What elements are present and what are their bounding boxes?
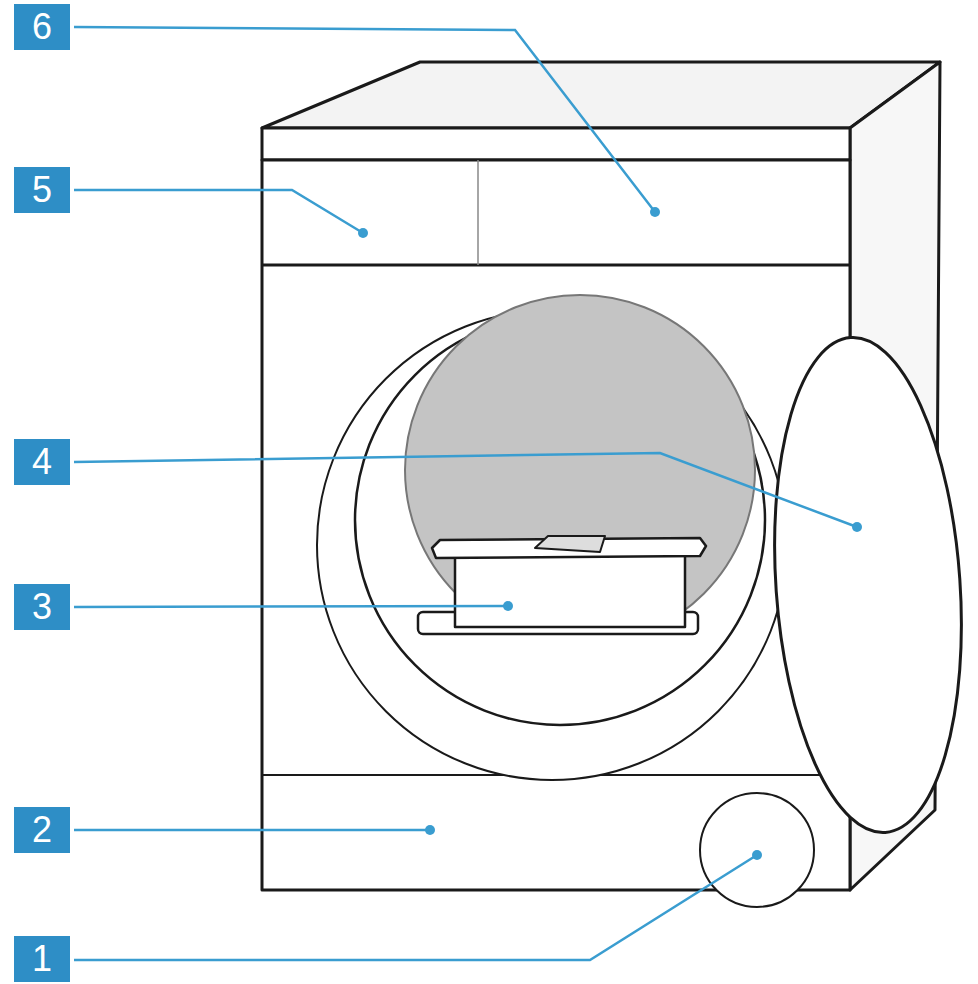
leader-dot [358,228,368,238]
lid-edge [262,128,850,160]
panel-line [262,264,850,267]
leader-line [74,27,655,212]
leader-dot [425,825,435,835]
leader-dot [852,522,862,532]
top-surface [262,62,940,128]
leader-dot [752,850,762,860]
leader-line [74,829,430,832]
callout-number: 6 [14,4,70,50]
front-panel [262,160,850,890]
leader-dots [358,207,862,860]
water-container [455,555,685,627]
leader-line [74,190,363,233]
callout-number: 1 [14,936,70,982]
drum [405,295,755,630]
callout-number: 5 [14,167,70,213]
door [759,331,977,839]
leader-line [74,606,508,607]
callout-number: 4 [14,439,70,485]
container-handle [535,536,605,552]
callout-number: 3 [14,584,70,630]
callout-number: 2 [14,807,70,853]
filter-flap [700,793,814,907]
leader-line [74,855,757,960]
leader-dot [503,601,513,611]
panel-divider [477,160,479,265]
leader-dot [650,207,660,217]
leader-lines [74,27,857,960]
leader-line [74,453,857,527]
